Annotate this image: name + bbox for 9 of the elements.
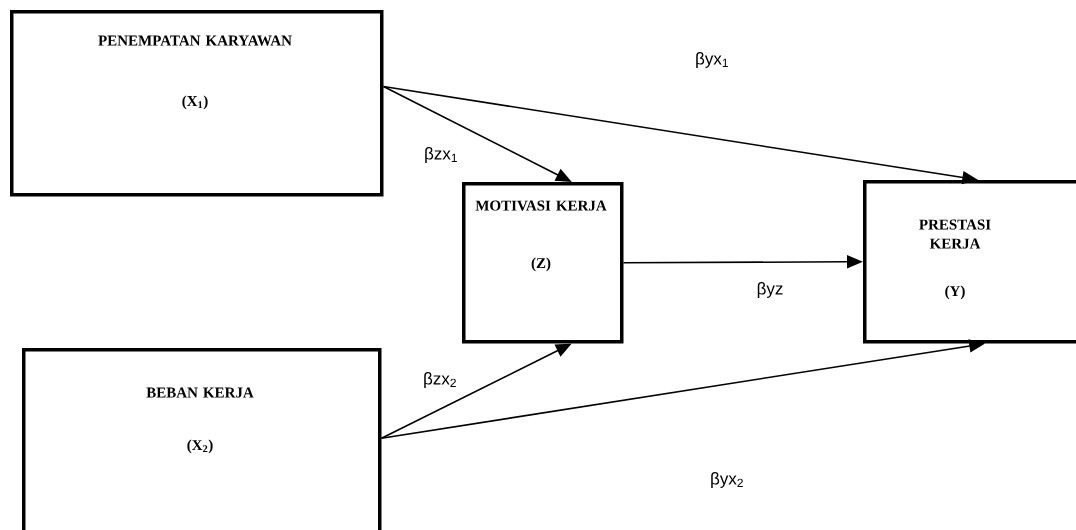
variable-box: PENEMPATAN KARYAWAN (X$_{1}$)	[10, 10, 384, 197]
edge-label: βzx$_{1}$	[423, 146, 459, 164]
variable-box: PRESTASI KERJA (Y)	[863, 180, 1076, 344]
edge-label: βyz	[755, 281, 785, 299]
edge-label: βzx$_{2}$	[422, 371, 458, 389]
edge-label: βyx$_{1}$	[694, 51, 730, 69]
variable-box: BEBAN KERJA (X$_{2}$)	[22, 348, 382, 530]
variable-box: MOTIVASI KERJA (Z)	[462, 182, 624, 344]
edge-label: βyx$_{2}$	[709, 471, 745, 489]
